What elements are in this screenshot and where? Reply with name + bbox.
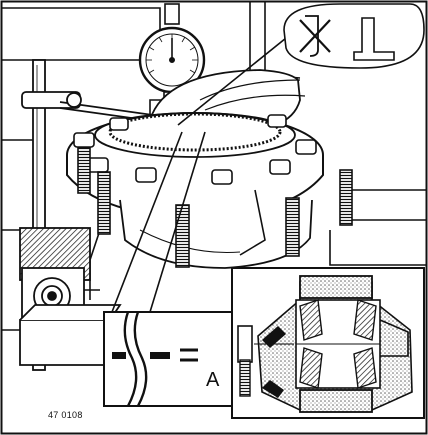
bearing-section-inset	[231, 267, 425, 419]
leader-lines	[111, 29, 297, 313]
measurement-symbol-inset	[283, 3, 425, 69]
pressure-plate	[148, 69, 306, 126]
hub-body	[119, 189, 313, 269]
indicator-stand	[19, 59, 161, 371]
callout-a-inset	[103, 311, 237, 407]
wheel-studs	[77, 147, 353, 268]
callout-a-label: A	[206, 369, 220, 391]
figure-number: 47 0108	[48, 410, 83, 420]
